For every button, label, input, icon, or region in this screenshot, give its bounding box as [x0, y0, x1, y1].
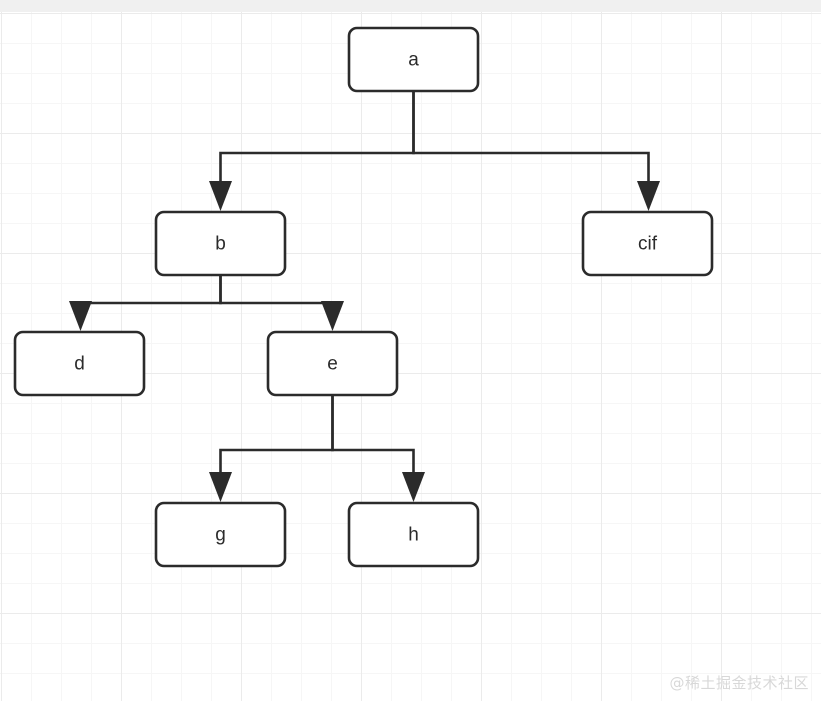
edge-layer — [69, 91, 660, 502]
edge-e-to-h-arrowhead — [402, 472, 425, 502]
node-cif[interactable]: cif — [581, 210, 714, 277]
edge-e-to-g[interactable] — [209, 395, 334, 502]
edge-a-to-cif-arrowhead — [637, 181, 660, 211]
node-h-label: h — [408, 525, 419, 546]
edge-a-to-b[interactable] — [209, 91, 415, 211]
node-h-box — [347, 501, 480, 568]
node-layer: a b cif d e g — [13, 26, 714, 568]
edge-b-to-e[interactable] — [219, 275, 345, 331]
node-cif-label: cif — [638, 234, 658, 255]
node-e-box — [266, 330, 399, 397]
node-cif-box — [581, 210, 714, 277]
node-b[interactable]: b — [154, 210, 287, 277]
edge-e-to-h-path — [331, 395, 415, 488]
top-band — [0, 0, 821, 12]
node-a-box — [347, 26, 480, 93]
node-e[interactable]: e — [266, 330, 399, 397]
node-a[interactable]: a — [347, 26, 480, 93]
edge-b-to-e-arrowhead — [321, 301, 344, 331]
edge-b-to-d-arrowhead — [69, 301, 92, 331]
node-g-box — [154, 501, 287, 568]
node-b-box — [154, 210, 287, 277]
node-g-label: g — [215, 525, 226, 546]
edge-a-to-cif-path — [412, 91, 650, 196]
node-d[interactable]: d — [13, 330, 146, 397]
node-d-label: d — [74, 354, 85, 375]
watermark-label: @稀土掘金技术社区 — [669, 674, 809, 692]
node-e-label: e — [327, 354, 338, 375]
node-b-label: b — [215, 234, 226, 255]
edge-e-to-g-path — [219, 395, 334, 488]
node-d-box — [13, 330, 146, 397]
node-h[interactable]: h — [347, 501, 480, 568]
edge-b-to-e-path — [219, 275, 334, 312]
edge-e-to-h[interactable] — [331, 395, 426, 502]
edge-a-to-b-arrowhead — [209, 181, 232, 211]
edge-e-to-g-arrowhead — [209, 472, 232, 502]
node-g[interactable]: g — [154, 501, 287, 568]
edge-b-to-d[interactable] — [69, 275, 222, 331]
edge-a-to-cif[interactable] — [412, 91, 661, 211]
edge-a-to-b-path — [219, 91, 415, 196]
node-a-label: a — [408, 50, 419, 71]
edge-b-to-d-path — [79, 275, 222, 312]
